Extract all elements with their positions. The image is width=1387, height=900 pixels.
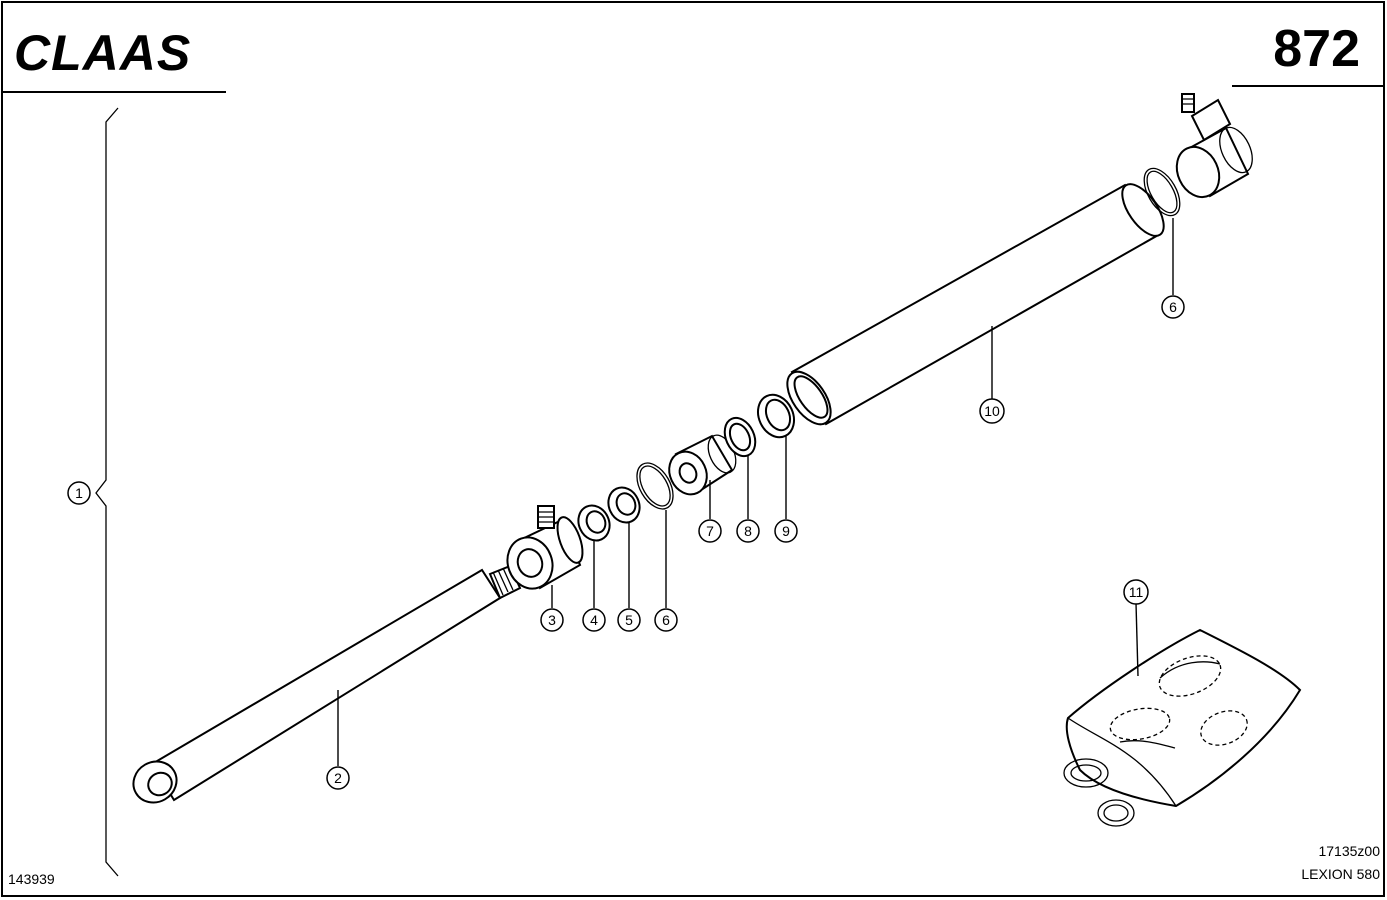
part-o-ring xyxy=(636,462,674,510)
callout-3: 3 xyxy=(540,608,564,632)
svg-text:9: 9 xyxy=(782,523,790,539)
svg-text:10: 10 xyxy=(984,403,1000,419)
callout-1: 1 xyxy=(67,481,91,505)
svg-text:11: 11 xyxy=(1129,584,1144,600)
callout-9: 9 xyxy=(774,519,798,543)
part-end-cap xyxy=(1175,93,1253,199)
svg-text:2: 2 xyxy=(334,770,342,786)
callout-7: 7 xyxy=(698,519,722,543)
svg-text:5: 5 xyxy=(625,612,633,628)
leader-lines xyxy=(337,218,1174,766)
part-rod-seal xyxy=(607,486,641,524)
assembly-bracket xyxy=(95,107,119,877)
model-name: LEXION 580 xyxy=(1301,866,1380,882)
callout-2: 2 xyxy=(326,766,350,790)
sheet-id: 143939 xyxy=(8,871,55,887)
part-piston-seal xyxy=(723,416,757,458)
part-piston-rod xyxy=(132,564,522,804)
svg-text:6: 6 xyxy=(1169,299,1177,315)
callout-8: 8 xyxy=(736,519,760,543)
part-cylinder-tube xyxy=(786,183,1165,426)
callout-4: 4 xyxy=(582,608,606,632)
part-seal-kit xyxy=(1063,628,1302,827)
svg-text:1: 1 xyxy=(75,485,83,501)
drawing-number: 17135z00 xyxy=(1318,843,1380,859)
part-guide-ring xyxy=(757,393,795,439)
page-number: 872 xyxy=(1273,20,1360,78)
callout-6-lower: 6 xyxy=(654,608,678,632)
part-wiper-seal xyxy=(577,504,611,542)
part-piston xyxy=(668,434,737,496)
svg-text:4: 4 xyxy=(590,612,598,628)
svg-text:6: 6 xyxy=(662,612,670,628)
callout-11: 11 xyxy=(1123,579,1149,605)
brand-logo: CLAAS xyxy=(14,25,191,81)
part-o-ring-upper xyxy=(1143,167,1181,217)
callout-10: 10 xyxy=(979,398,1005,424)
callout-group: 1 2 3 4 5 6 6 7 xyxy=(67,295,1185,790)
svg-text:3: 3 xyxy=(548,612,556,628)
svg-text:7: 7 xyxy=(706,523,714,539)
svg-text:8: 8 xyxy=(744,523,752,539)
part-gland-head xyxy=(506,505,584,590)
callout-6-upper: 6 xyxy=(1161,295,1185,319)
callout-5: 5 xyxy=(617,608,641,632)
